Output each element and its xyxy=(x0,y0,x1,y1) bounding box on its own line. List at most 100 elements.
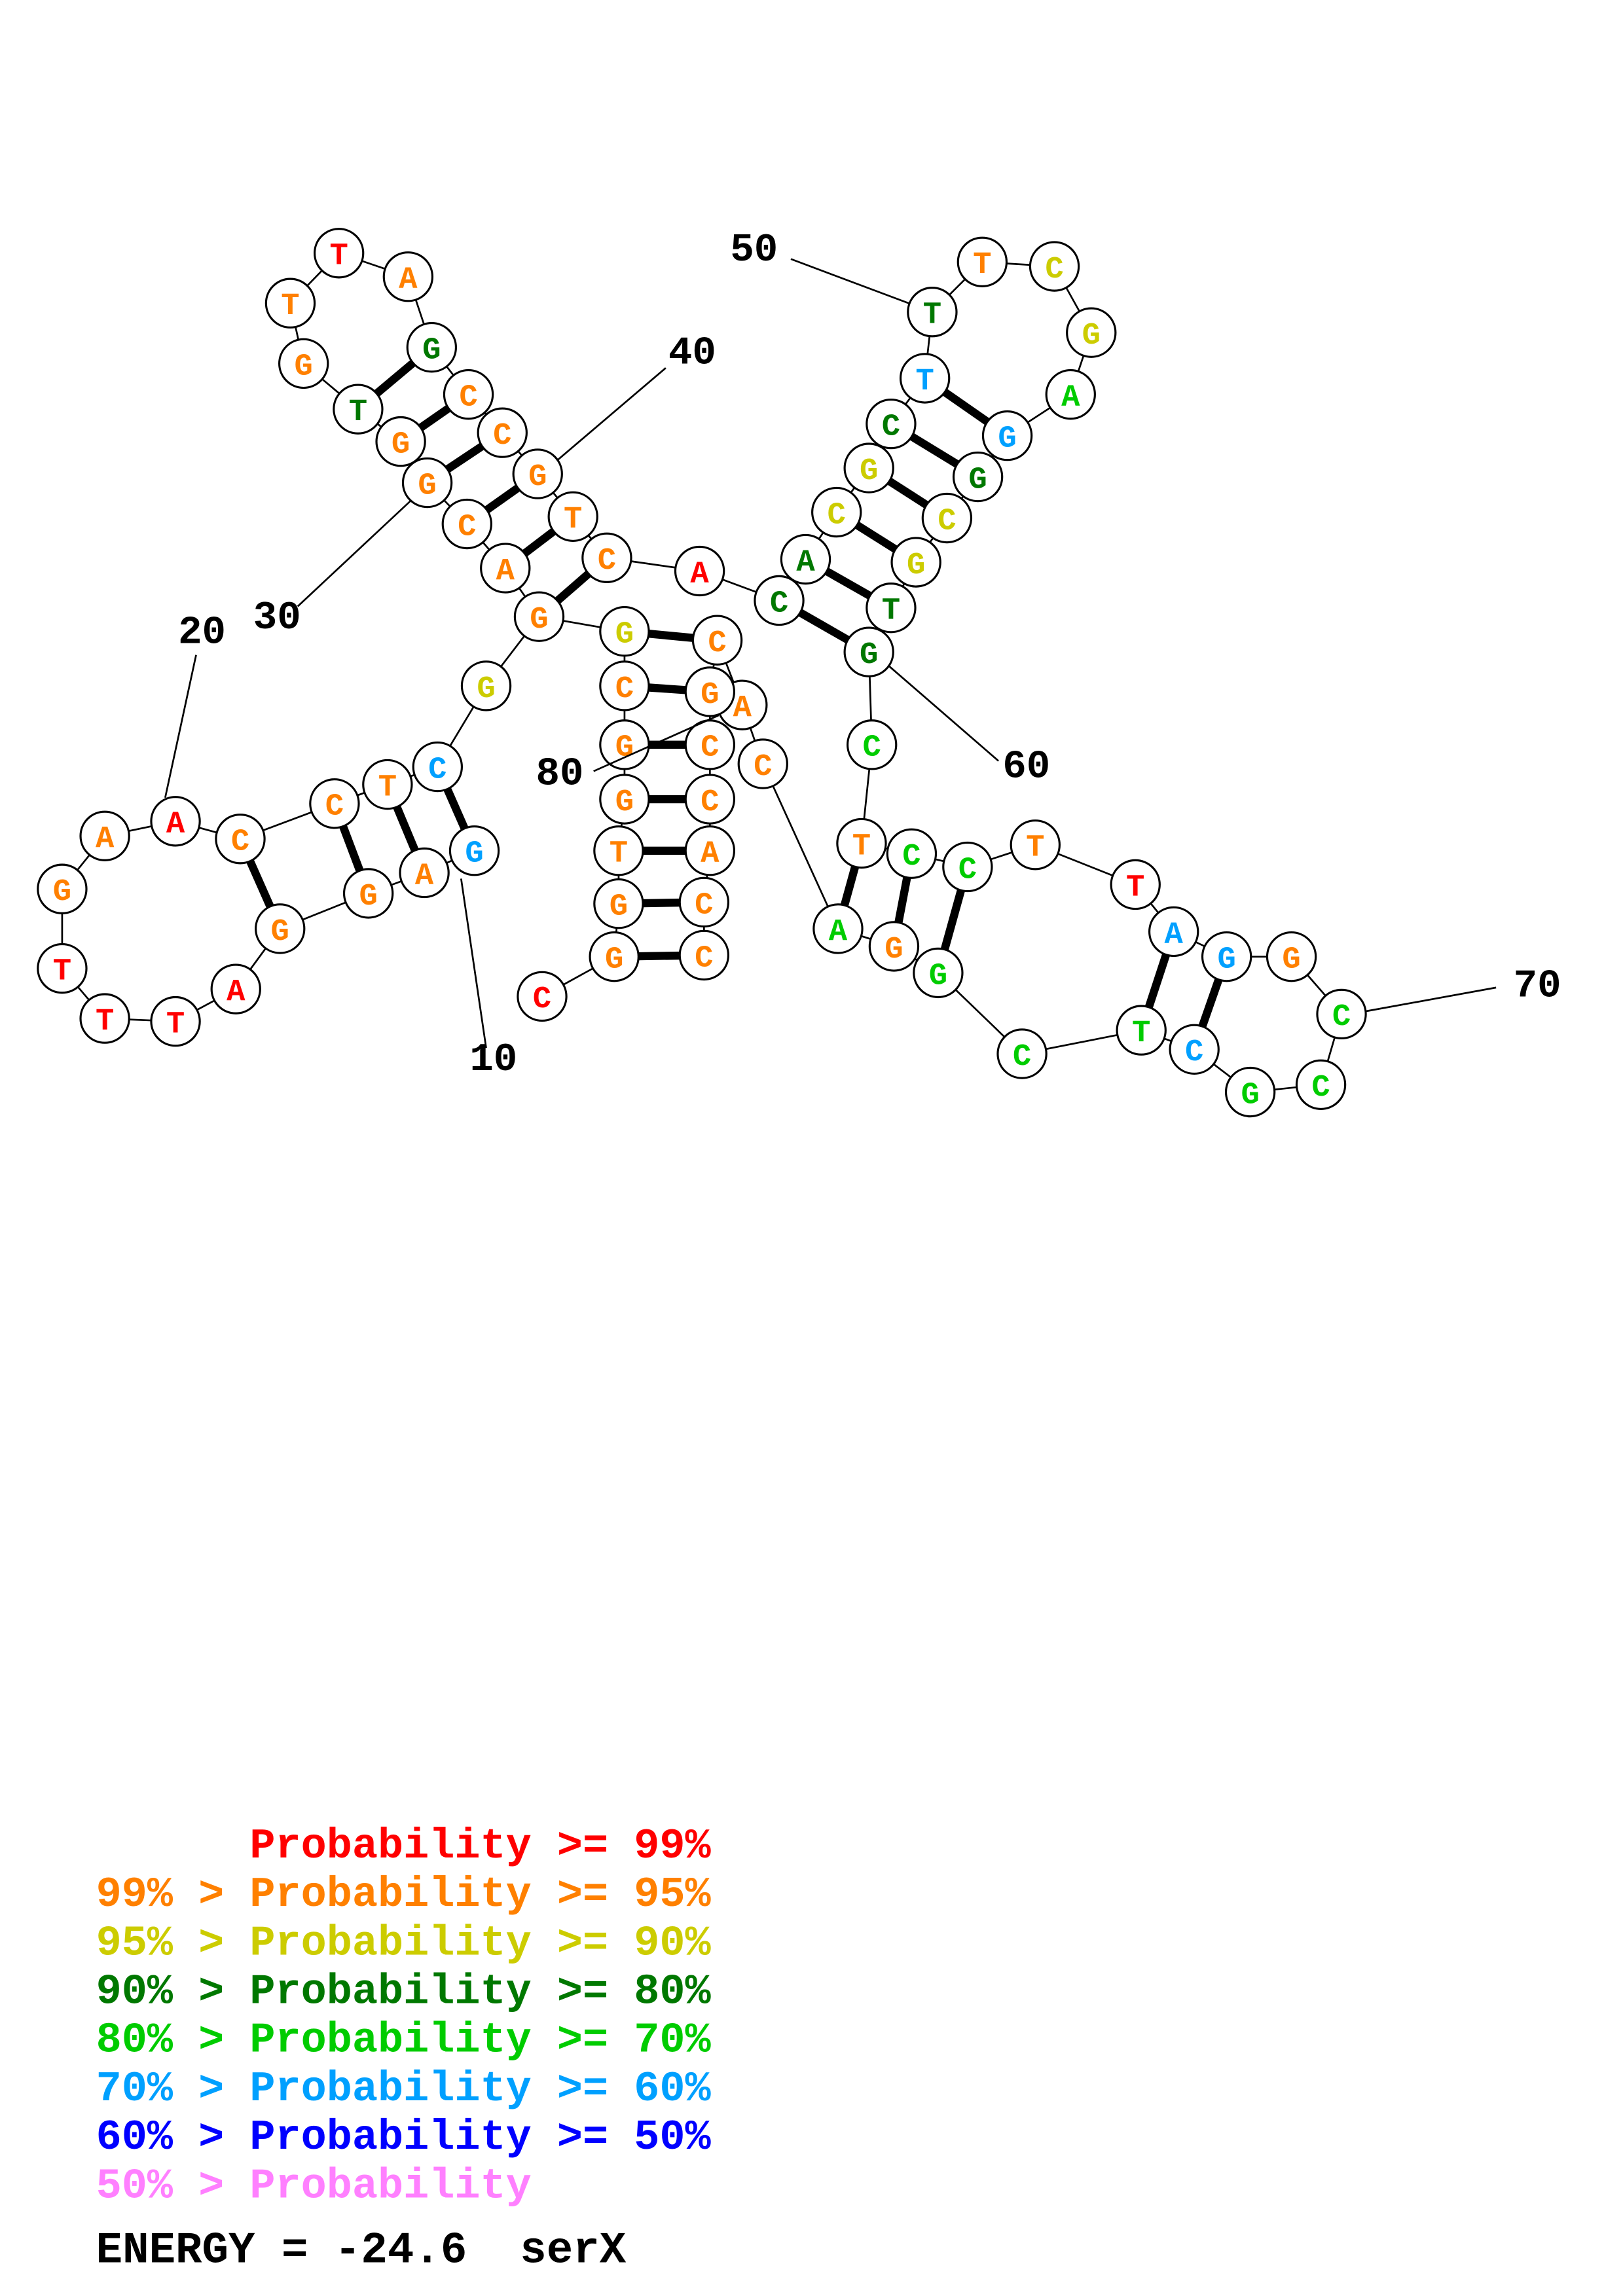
nucleotide-letter: G xyxy=(1217,943,1235,978)
nucleotide: A xyxy=(79,810,130,861)
nucleotide-letter: C xyxy=(231,825,249,860)
nucleotide-letter: T xyxy=(1026,831,1044,866)
nucleotide: T xyxy=(907,287,958,338)
nucleotide-letter: T xyxy=(281,289,299,324)
nucleotide-letter: A xyxy=(1061,381,1080,416)
nucleotide: T xyxy=(150,996,201,1047)
nucleotide-circle xyxy=(684,666,736,717)
nucleotide: G xyxy=(406,322,458,373)
nucleotide-letter: A xyxy=(166,808,185,842)
nucleotide-letter: C xyxy=(708,626,726,661)
nucleotide-circle xyxy=(593,878,644,929)
nucleotide: G xyxy=(593,878,644,929)
nucleotide-circle xyxy=(264,278,316,329)
nucleotide-circle xyxy=(1066,307,1117,358)
nucleotide-letter: G xyxy=(1241,1078,1259,1113)
nucleotide-letter: G xyxy=(701,678,719,713)
nucleotide: C xyxy=(477,407,528,458)
nucleotide: C xyxy=(1029,241,1080,292)
legend-item: 95% > Probability >= 90% xyxy=(96,1919,712,1967)
nucleotide: A xyxy=(1148,906,1199,958)
nucleotide-circle xyxy=(37,863,88,914)
position-label: 30 xyxy=(253,596,301,641)
nucleotide-circle xyxy=(843,442,894,493)
nucleotide-circle xyxy=(913,947,964,999)
label-leader-line xyxy=(164,655,197,798)
nucleotide-letter: A xyxy=(690,557,709,592)
nucleotide: G xyxy=(1201,931,1252,982)
nucleotide: T xyxy=(1010,819,1061,870)
legend-item: 80% > Probability >= 70% xyxy=(96,2017,712,2065)
nucleotide-letter: C xyxy=(938,504,956,539)
nucleotide-circle xyxy=(342,868,394,919)
nucleotide-letter: C xyxy=(1185,1035,1203,1070)
nucleotide: T xyxy=(547,491,598,542)
nucleotide-letter: A xyxy=(399,263,418,298)
nucleotide: C xyxy=(678,929,730,981)
nucleotide-circle xyxy=(460,660,512,711)
nucleotide-letter: G xyxy=(884,933,903,967)
nucleotide-letter: A xyxy=(227,975,246,1010)
nucleotide-letter: T xyxy=(378,770,397,805)
nucleotide-letter: G xyxy=(465,837,483,872)
nucleotide: G xyxy=(1266,931,1317,982)
nucleotide: G xyxy=(913,947,964,999)
nucleotide-circle xyxy=(684,774,736,825)
nucleotide-circle xyxy=(362,759,413,810)
nucleotide-letter: A xyxy=(796,545,815,580)
nucleotide-circle xyxy=(843,626,894,677)
probability-legend: Probability >= 99%99% > Probability >= 9… xyxy=(96,1822,712,2210)
nucleotide-circle xyxy=(678,876,730,928)
nucleotide-circle xyxy=(441,498,492,550)
nucleotide-circle xyxy=(255,903,306,954)
position-label: 80 xyxy=(536,752,584,797)
nucleotide: A xyxy=(399,847,450,899)
nucleotide-letter: G xyxy=(929,959,947,994)
nucleotide-letter: T xyxy=(1126,870,1144,905)
nucleotide-circle xyxy=(215,814,266,865)
legend-item: Probability >= 99% xyxy=(96,1822,712,1871)
nucleotide-letter: A xyxy=(415,859,434,893)
nucleotide-letter: T xyxy=(96,1005,114,1039)
nucleotide: G xyxy=(599,719,650,770)
nucleotide-letter: C xyxy=(828,498,846,533)
nucleotide-circle xyxy=(754,575,805,626)
label-leader-line xyxy=(297,499,412,607)
nucleotide-letter: C xyxy=(1013,1040,1031,1075)
backbone-link xyxy=(762,763,839,929)
nucleotide-letter: G xyxy=(53,875,71,910)
nucleotide: G xyxy=(401,457,453,509)
nucleotide: A xyxy=(684,825,736,876)
nucleotide-circle xyxy=(210,963,261,1014)
nucleotide: C xyxy=(684,774,736,825)
nucleotide: C xyxy=(412,741,464,793)
nucleotide-circle xyxy=(952,451,1004,503)
nucleotide-letter: A xyxy=(496,554,515,589)
nucleotide: G xyxy=(890,537,941,588)
nucleotide-letter: C xyxy=(459,381,477,416)
position-label: 10 xyxy=(469,1037,517,1083)
position-label: 50 xyxy=(730,228,778,273)
nucleotide-circle xyxy=(684,719,736,770)
label-leader-line xyxy=(556,367,666,461)
nucleotide-letter: G xyxy=(477,672,495,707)
label-leader-line xyxy=(593,714,720,772)
nucleotide-circle xyxy=(1148,906,1199,958)
nucleotide-circle xyxy=(1295,1059,1347,1110)
nucleotide: G xyxy=(460,660,512,711)
nucleotide-letter: A xyxy=(733,691,752,726)
nucleotide-letter: G xyxy=(418,469,436,503)
nucleotide: C xyxy=(921,492,973,544)
nucleotide-circle xyxy=(907,287,958,338)
legend-item: 50% > Probability xyxy=(96,2162,532,2210)
nucleotide-letter: C xyxy=(1311,1071,1330,1105)
nucleotide-letter: T xyxy=(564,503,582,537)
nucleotide-circle xyxy=(836,817,887,869)
nucleotide-circle xyxy=(599,660,650,711)
nucleotide-circle xyxy=(1116,1005,1167,1056)
nucleotide: G xyxy=(278,338,329,389)
nucleotide-circle xyxy=(589,931,640,982)
nucleotide-letter: T xyxy=(349,395,367,430)
